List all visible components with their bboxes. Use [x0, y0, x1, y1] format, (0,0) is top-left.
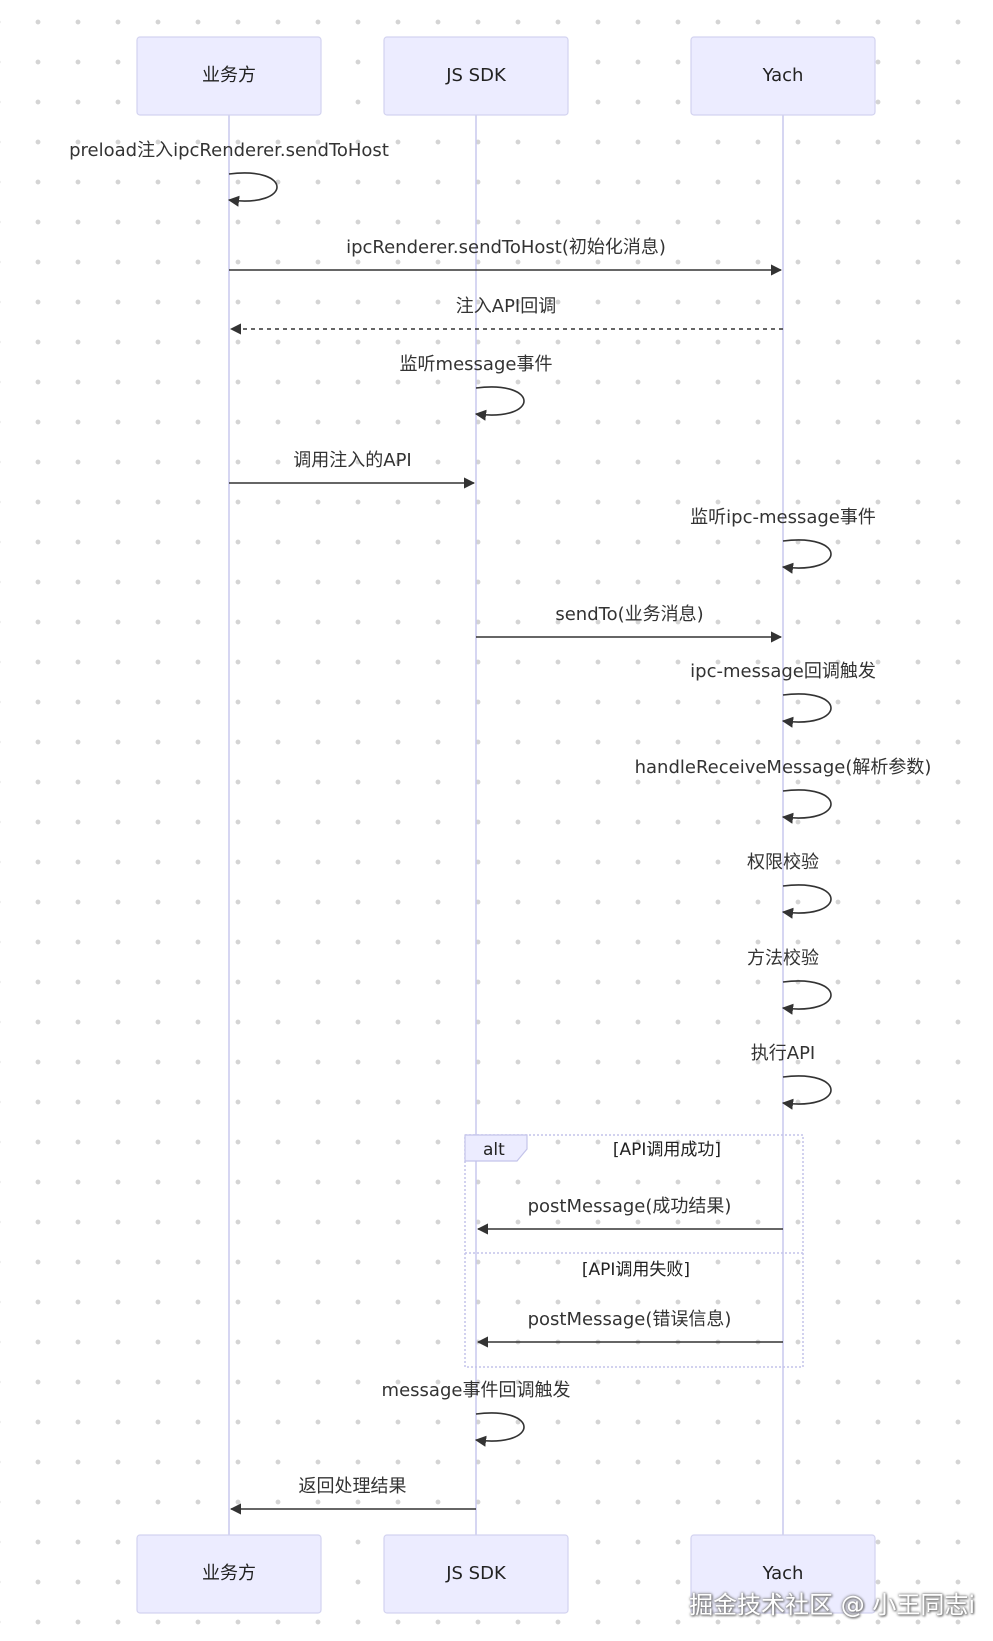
message-8: handleReceiveMessage(解析参数) — [635, 757, 932, 824]
actor-box-biz-top: 业务方 — [136, 36, 322, 116]
message-1: ipcRenderer.sendToHost(初始化消息) — [229, 237, 783, 276]
actor-box-sdk-top: JS SDK — [383, 36, 569, 116]
message-3: 监听message事件 — [400, 354, 553, 421]
self-message-arrow — [781, 539, 832, 574]
message-2: 注入API回调 — [229, 296, 783, 335]
actor-box-yach-bottom: Yach — [690, 1534, 876, 1614]
actor-box-biz-bottom: 业务方 — [136, 1534, 322, 1614]
message-12: postMessage(成功结果) — [476, 1196, 783, 1235]
alt-frame-border — [464, 1134, 804, 1368]
self-message-arrow — [781, 1075, 832, 1110]
message-label: ipcRenderer.sendToHost(初始化消息) — [346, 237, 666, 258]
alt-frame: alt [API调用成功] [API调用失败] — [464, 1134, 804, 1368]
self-message-arrow — [781, 884, 832, 919]
message-0: preload注入ipcRenderer.sendToHost — [69, 140, 389, 207]
message-label: 注入API回调 — [456, 296, 556, 317]
actor-label-sdk: JS SDK — [445, 1563, 507, 1584]
self-message-arrow — [781, 693, 832, 728]
watermark-text: 掘金技术社区 @ 小王同志i — [689, 1591, 975, 1619]
message-label: 方法校验 — [747, 948, 819, 969]
message-label: 调用注入的API — [293, 450, 411, 471]
self-message-arrow — [227, 172, 278, 207]
message-9: 权限校验 — [747, 852, 832, 919]
actor-box-sdk-bottom: JS SDK — [383, 1534, 569, 1614]
message-15: 返回处理结果 — [229, 1476, 476, 1515]
actor-label-biz: 业务方 — [202, 1563, 256, 1584]
message-7: ipc-message回调触发 — [690, 661, 876, 728]
alt-section-condition: [API调用失败] — [582, 1260, 690, 1280]
alt-keyword-tab — [464, 1134, 528, 1162]
message-label: postMessage(成功结果) — [528, 1196, 732, 1217]
actor-label-yach: Yach — [762, 1563, 804, 1584]
message-label: 返回处理结果 — [299, 1476, 407, 1497]
message-11: 执行API — [751, 1043, 832, 1110]
message-label: 监听message事件 — [400, 354, 553, 375]
message-label: preload注入ipcRenderer.sendToHost — [69, 140, 389, 161]
self-message-arrow — [474, 1412, 525, 1447]
message-label: handleReceiveMessage(解析参数) — [635, 757, 932, 778]
message-label: ipc-message回调触发 — [690, 661, 876, 682]
self-message-arrow — [781, 789, 832, 824]
message-label: 权限校验 — [747, 852, 819, 873]
message-label: 执行API — [751, 1043, 815, 1064]
actor-box-yach-top: Yach — [690, 36, 876, 116]
message-14: message事件回调触发 — [382, 1380, 571, 1447]
alt-keyword: alt — [483, 1140, 505, 1160]
message-13: postMessage(错误信息) — [476, 1309, 783, 1348]
message-6: sendTo(业务消息) — [476, 604, 783, 643]
message-4: 调用注入的API — [229, 450, 476, 489]
actor-label-sdk: JS SDK — [445, 65, 507, 86]
alt-section-condition: [API调用成功] — [613, 1140, 721, 1160]
self-message-arrow — [474, 386, 525, 421]
message-label: 监听ipc-message事件 — [690, 507, 876, 528]
message-label: message事件回调触发 — [382, 1380, 571, 1401]
message-10: 方法校验 — [747, 948, 832, 1015]
actor-label-yach: Yach — [762, 65, 804, 86]
message-label: sendTo(业务消息) — [555, 604, 703, 625]
message-5: 监听ipc-message事件 — [690, 507, 876, 574]
actor-label-biz: 业务方 — [202, 65, 256, 86]
message-label: postMessage(错误信息) — [528, 1309, 732, 1330]
self-message-arrow — [781, 980, 832, 1015]
